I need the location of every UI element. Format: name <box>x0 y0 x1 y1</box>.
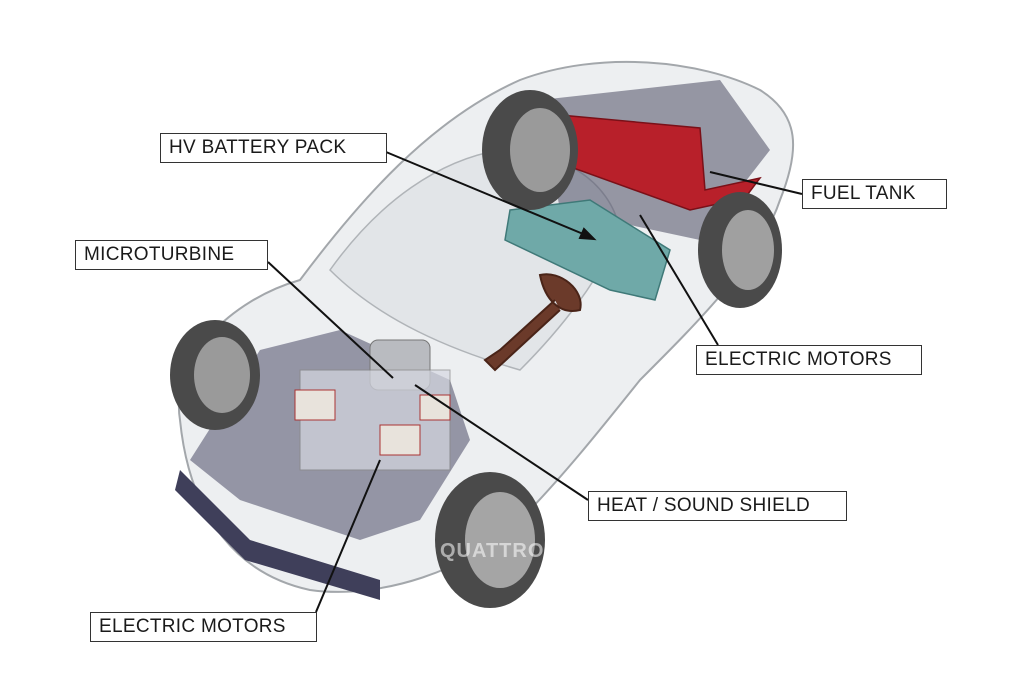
front-motor-left <box>294 389 336 421</box>
leader-fuel-tank <box>709 171 803 195</box>
front-bumper <box>175 470 380 600</box>
hv-battery <box>504 199 671 301</box>
wheel-rear-right <box>698 192 782 308</box>
leader-electric-motors-front <box>315 459 381 613</box>
label-heat-sound-shield: HEAT / SOUND SHIELD <box>588 491 847 521</box>
watermark: QUATTROROUTE <box>440 540 620 562</box>
front-motor-right <box>379 424 421 456</box>
label-fuel-tank: FUEL TANK <box>802 179 947 209</box>
label-microturbine: MICROTURBINE <box>75 240 268 270</box>
wheel-rear-left <box>482 90 578 210</box>
leader-electric-motors-rear <box>639 214 719 346</box>
wheel-front-right <box>435 472 545 608</box>
steering-column <box>483 273 582 372</box>
label-hv-battery-pack: HV BATTERY PACK <box>160 133 387 163</box>
label-electric-motors-rear: ELECTRIC MOTORS <box>696 345 922 375</box>
leader-heat-shield <box>414 384 589 501</box>
label-electric-motors-front: ELECTRIC MOTORS <box>90 612 317 642</box>
leader-microturbine <box>267 261 394 379</box>
wheel-front-left <box>170 320 260 430</box>
leader-hv-battery <box>385 151 589 237</box>
fuel-tank <box>559 114 762 211</box>
